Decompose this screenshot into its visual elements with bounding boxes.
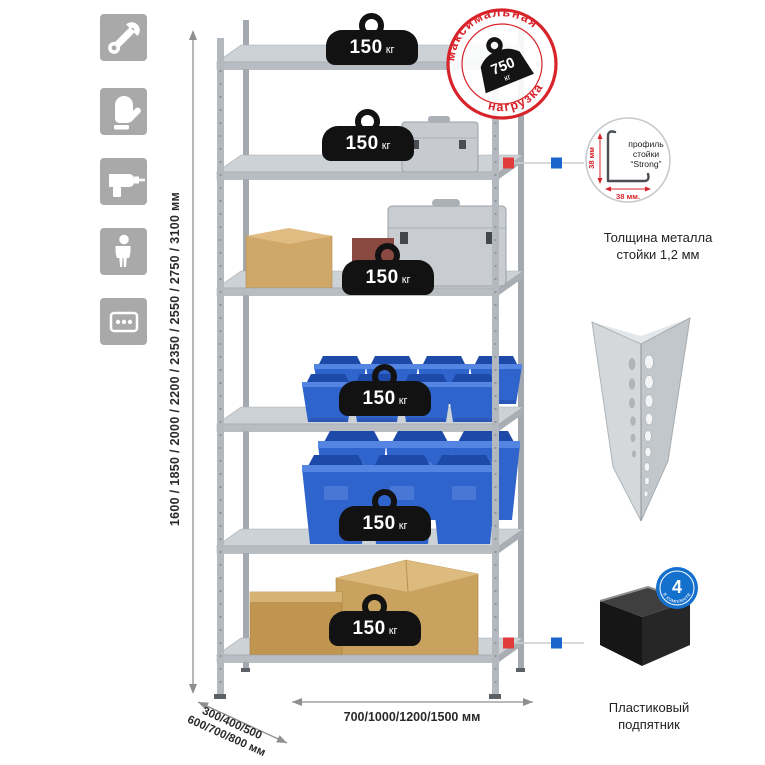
profile-label-line2: стойки bbox=[633, 149, 659, 159]
shelf-load-badge-1: 150 кг bbox=[326, 13, 418, 65]
profile-detail: 38 мм 38 мм. профиль стойки “Strong” bbox=[585, 117, 671, 203]
perforated-strip-icon bbox=[109, 311, 138, 332]
shelf-load-badge-3: 150 кг bbox=[342, 243, 434, 295]
feature-tile-person bbox=[100, 228, 147, 275]
shelf-load-badge-4: 150 кг bbox=[339, 364, 431, 416]
profile-label-line1: профиль bbox=[628, 139, 664, 149]
width-dimension-label: 700/1000/1200/1500 мм bbox=[343, 710, 481, 724]
drill-icon bbox=[108, 173, 145, 197]
height-dimension-label: 1600 / 1850 / 2000 / 2200 / 2350 / 2550 … bbox=[168, 191, 182, 527]
profile-dim-horizontal: 38 мм. bbox=[616, 192, 640, 201]
dimension-lines bbox=[189, 30, 533, 744]
load-unit: кг bbox=[401, 274, 411, 286]
profile-drawing bbox=[606, 130, 617, 183]
shelf-load-badge-5: 150 кг bbox=[339, 489, 431, 541]
foot-caption-line1: Пластиковый bbox=[608, 700, 690, 715]
load-unit: кг bbox=[388, 625, 398, 637]
load-value: 150 bbox=[352, 617, 386, 639]
blue-marker bbox=[551, 157, 562, 169]
person-icon bbox=[114, 234, 131, 267]
max-load-stamp: максимальная нагрузка 750 кг bbox=[431, 0, 558, 123]
aluminum-case bbox=[401, 116, 479, 173]
rack-back-posts bbox=[241, 20, 525, 672]
feature-tile-tools bbox=[100, 14, 147, 61]
rack-front-posts bbox=[214, 38, 501, 699]
kit-count-badge: 4 в комплекте bbox=[656, 567, 698, 609]
blue-marker bbox=[551, 637, 562, 649]
gloves-icon bbox=[113, 95, 141, 129]
shelf-load-badge-6: 150 кг bbox=[329, 594, 421, 646]
callout-connector-top bbox=[500, 157, 584, 169]
load-value: 150 bbox=[362, 387, 396, 409]
red-marker bbox=[503, 157, 514, 169]
feature-tile-fasteners bbox=[100, 298, 147, 345]
load-value: 150 bbox=[365, 266, 399, 288]
foot-caption: Пластиковый подпятник bbox=[576, 700, 722, 734]
shelf-load-badge-2: 150 кг bbox=[322, 109, 414, 161]
corner-post-image bbox=[591, 317, 691, 522]
load-unit: кг bbox=[398, 395, 408, 407]
profile-label-line3: “Strong” bbox=[630, 159, 661, 169]
badge-count: 4 bbox=[672, 577, 682, 597]
stamp-load-unit: кг bbox=[503, 72, 512, 83]
feature-tile-gloves bbox=[100, 88, 147, 135]
foot-caption-line2: подпятник bbox=[618, 716, 680, 732]
wrench-icon bbox=[107, 21, 140, 54]
load-value: 150 bbox=[362, 512, 396, 534]
load-unit: кг bbox=[381, 140, 391, 152]
load-unit: кг bbox=[385, 44, 395, 56]
load-value: 150 bbox=[345, 132, 379, 154]
profile-caption-line1: Толщина металла bbox=[603, 230, 713, 245]
callout-connector-bottom bbox=[500, 637, 584, 649]
cardboard-box-small bbox=[245, 228, 333, 289]
profile-caption: Толщина металла стойки 1,2 мм bbox=[578, 230, 738, 264]
profile-caption-line2: стойки 1,2 мм bbox=[616, 246, 700, 262]
load-unit: кг bbox=[398, 520, 408, 532]
stamp-weight-icon: 750 кг bbox=[480, 37, 534, 94]
load-value: 150 bbox=[349, 36, 383, 58]
red-marker bbox=[503, 637, 514, 649]
feature-tile-drill bbox=[100, 158, 147, 205]
profile-dim-vertical: 38 мм bbox=[587, 147, 596, 169]
